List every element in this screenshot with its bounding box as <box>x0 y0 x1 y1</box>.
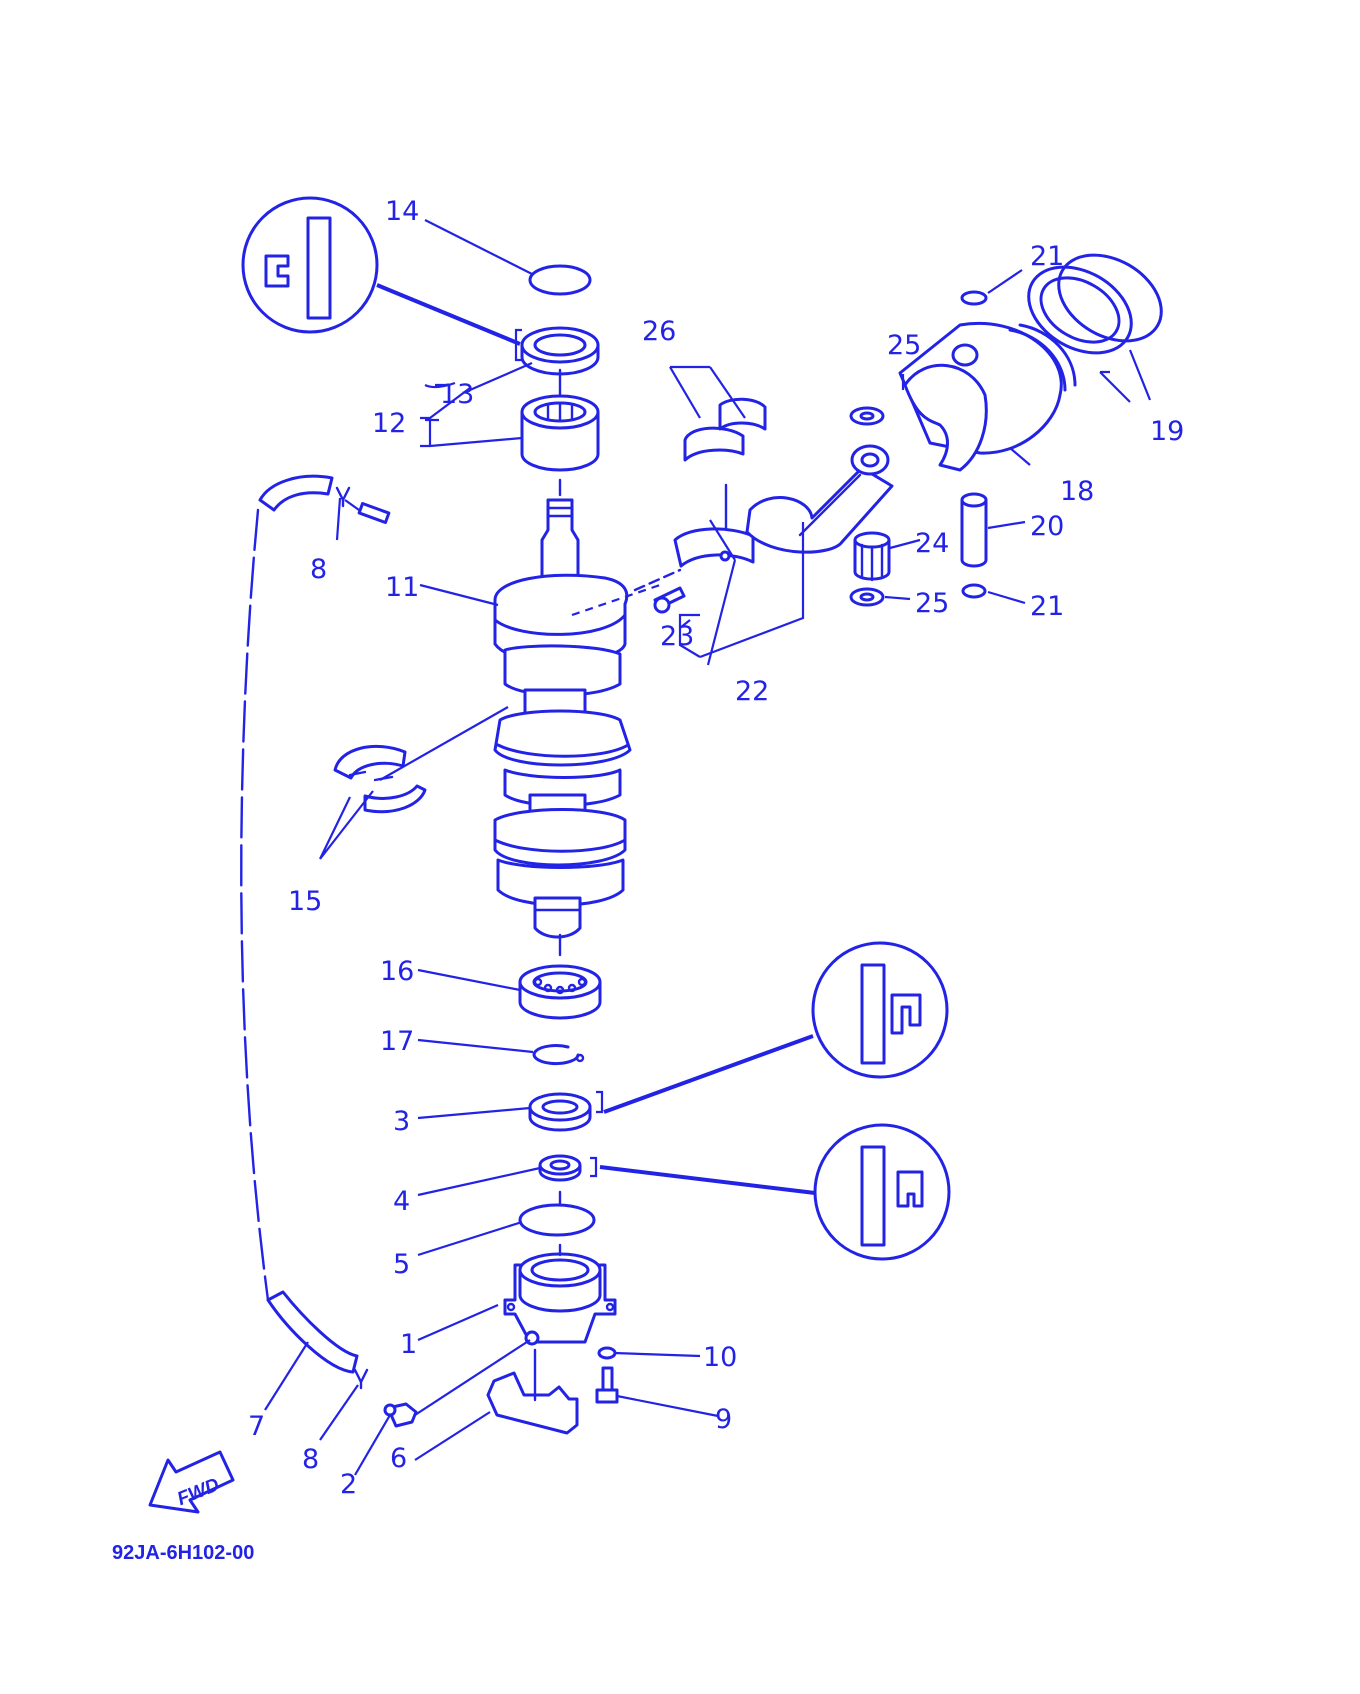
circlip-21-bottom <box>961 583 987 599</box>
callout-3: 3 <box>393 1106 410 1137</box>
rod-cap-22 <box>673 527 755 568</box>
washer-10 <box>597 1346 617 1360</box>
connecting-rod-22 <box>745 444 894 554</box>
bearing-housing-1 <box>503 1243 617 1346</box>
callout-10: 10 <box>703 1342 737 1373</box>
callout-5: 5 <box>393 1249 410 1280</box>
crankshaft-11 <box>493 478 632 957</box>
callout-4: 4 <box>393 1186 410 1217</box>
callout-8-top: 8 <box>310 554 327 585</box>
oil-seal-4 <box>538 1154 582 1182</box>
callout-18: 18 <box>1060 476 1094 507</box>
callout-24: 24 <box>915 528 949 559</box>
fwd-arrow-icon: FWD <box>148 1450 235 1514</box>
thrust-washer-25-bottom <box>849 587 885 607</box>
hose-7 <box>240 474 359 1374</box>
callout-19: 19 <box>1150 416 1184 447</box>
circlip-21-top <box>960 290 988 306</box>
hose-clip-8-top <box>335 486 391 524</box>
callout-14: 14 <box>385 196 419 227</box>
callout-20: 20 <box>1030 511 1064 542</box>
callout-13: 13 <box>440 379 474 410</box>
bracket-6 <box>486 1348 579 1435</box>
ball-bearing-16 <box>518 964 602 1020</box>
needle-bearing-24 <box>853 531 891 582</box>
callout-26: 26 <box>642 316 676 347</box>
o-ring-5 <box>518 1190 596 1237</box>
piston-18 <box>898 322 1077 472</box>
callout-labels: 1 2 3 4 5 6 7 8 8 9 10 11 12 13 14 15 16… <box>248 196 1184 1500</box>
callout-7: 7 <box>248 1411 265 1442</box>
bearing-12 <box>520 368 600 472</box>
leader-lines <box>264 219 1152 1476</box>
callout-12: 12 <box>372 408 406 439</box>
o-ring-14 <box>528 264 592 296</box>
callout-6: 6 <box>390 1443 407 1474</box>
piston-pin-20 <box>960 492 988 568</box>
callout-25-bottom: 25 <box>915 588 949 619</box>
circlip-17 <box>532 1044 585 1066</box>
callout-11: 11 <box>385 572 419 603</box>
callout-16: 16 <box>380 956 414 987</box>
thrust-washer-25-top <box>849 406 885 426</box>
bearing-half-15 <box>333 744 427 814</box>
callout-2: 2 <box>340 1469 357 1500</box>
seal-detail-circle-right-lower <box>590 1123 951 1261</box>
callout-21-top: 21 <box>1030 241 1064 272</box>
bolt-9 <box>595 1366 619 1404</box>
callout-23: 23 <box>660 621 694 652</box>
callout-9: 9 <box>715 1404 732 1435</box>
callout-25-top: 25 <box>887 330 921 361</box>
seal-detail-circle-top <box>241 196 521 346</box>
seal-detail-circle-right-upper <box>596 941 949 1114</box>
fitting-2 <box>383 1402 418 1428</box>
hose-clip-8-bottom <box>353 1368 369 1390</box>
cap-bolt-23 <box>633 568 686 614</box>
callout-15: 15 <box>288 886 322 917</box>
piston-rings-19 <box>1027 253 1163 355</box>
callout-8-bottom: 8 <box>302 1444 319 1475</box>
oil-seal-13 <box>514 326 600 376</box>
callout-21-bottom: 21 <box>1030 591 1064 622</box>
diagram-code: 92JA-6H102-00 <box>112 1542 254 1564</box>
callout-17: 17 <box>380 1026 414 1057</box>
callout-22: 22 <box>735 676 769 707</box>
callout-1: 1 <box>400 1329 417 1360</box>
oil-seal-3 <box>528 1092 592 1132</box>
